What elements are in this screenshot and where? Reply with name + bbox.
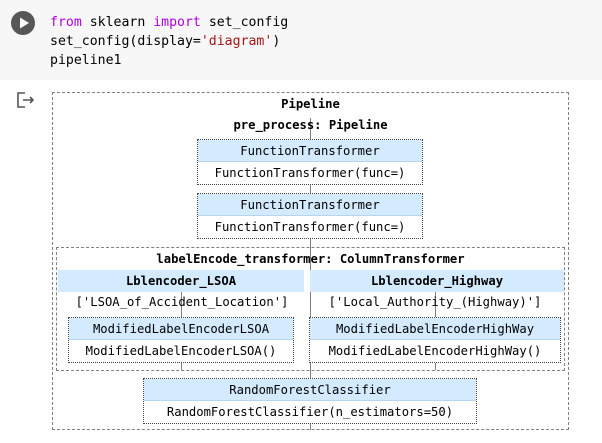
function-transformer-1: FunctionTransformer FunctionTransformer(… — [197, 139, 423, 185]
code-text: set_config(display= — [50, 34, 201, 49]
code-text: pipeline1 — [50, 53, 122, 68]
branch-columns-lsoa: ['LSOA_of_Accident_Location'] — [75, 295, 289, 309]
column-transformer-container — [56, 247, 565, 371]
run-cell-button[interactable] — [11, 11, 35, 35]
code-keyword-from: from — [50, 15, 82, 30]
estimator-name[interactable]: FunctionTransformer — [198, 140, 422, 162]
branch-label-highway[interactable]: Lblencoder_Highway — [310, 270, 564, 292]
label-encoder-lsoa: ModifiedLabelEncoderLSOA ModifiedLabelEn… — [68, 317, 294, 363]
code-text: set_config — [200, 15, 289, 30]
label-encoder-highway: ModifiedLabelEncoderHighWay ModifiedLabe… — [309, 317, 561, 363]
play-icon — [20, 17, 29, 29]
branch-label-lsoa[interactable]: Lblencoder_LSOA — [58, 270, 304, 292]
estimator-name[interactable]: ModifiedLabelEncoderLSOA — [69, 318, 293, 340]
pipeline-title[interactable]: Pipeline — [281, 97, 340, 111]
estimator-params: ModifiedLabelEncoderHighWay() — [328, 344, 542, 358]
code-editor[interactable]: from sklearn import set_config set_confi… — [50, 13, 288, 70]
estimator-name[interactable]: ModifiedLabelEncoderHighWay — [310, 318, 560, 340]
code-keyword-import: import — [153, 15, 201, 30]
column-transformer-title[interactable]: labelEncode_transformer: ColumnTransform… — [156, 252, 465, 266]
estimator-params: ModifiedLabelEncoderLSOA() — [85, 344, 277, 358]
output-arrow-icon[interactable] — [16, 91, 36, 109]
estimator-params: RandomForestClassifier(n_estimators=50) — [166, 405, 454, 419]
estimator-params: FunctionTransformer(func=) — [214, 166, 406, 180]
branch-columns-highway: ['Local_Authority_(Highway)'] — [328, 295, 542, 309]
code-text: sklearn — [81, 15, 154, 30]
code-text: ) — [272, 34, 281, 49]
code-string: 'diagram' — [200, 34, 273, 49]
random-forest-classifier: RandomForestClassifier RandomForestClass… — [143, 378, 477, 424]
estimator-params: FunctionTransformer(func=) — [214, 220, 406, 234]
estimator-name[interactable]: FunctionTransformer — [198, 194, 422, 216]
preprocess-title[interactable]: pre_process: Pipeline — [233, 118, 388, 132]
code-cell[interactable]: from sklearn import set_config set_confi… — [0, 0, 602, 80]
estimator-name[interactable]: RandomForestClassifier — [144, 379, 476, 401]
function-transformer-2: FunctionTransformer FunctionTransformer(… — [197, 193, 423, 239]
